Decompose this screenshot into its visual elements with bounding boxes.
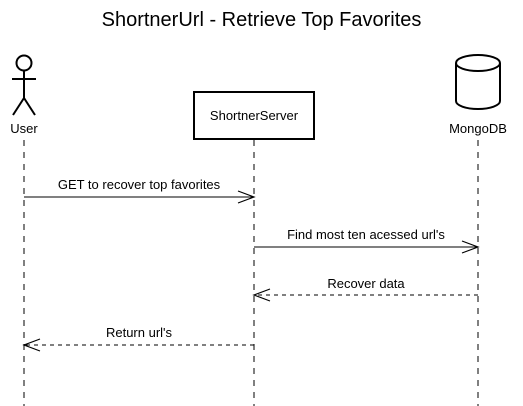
message-return-urls: Return url's (22, 325, 254, 352)
server-box (193, 91, 315, 140)
database-icon (455, 54, 501, 110)
message-label: Recover data (327, 276, 405, 291)
message-get-top-favorites: GET to recover top favorites (24, 177, 256, 204)
message-find-most-accessed: Find most ten acessed url's (254, 227, 480, 254)
arrowhead-icon (461, 240, 480, 254)
diagram-title: ShortnerUrl - Retrieve Top Favorites (102, 9, 422, 31)
mongodb-label: MongoDB (449, 121, 507, 136)
participant-user: User (10, 54, 38, 136)
message-label: Find most ten acessed url's (287, 227, 445, 242)
arrowhead-icon (252, 288, 271, 302)
arrowhead-icon (22, 338, 41, 352)
server-label: ShortnerServer (210, 108, 299, 123)
participant-shortner-server: ShortnerServer (193, 91, 315, 140)
arrowhead-icon (237, 190, 256, 204)
message-label: GET to recover top favorites (58, 177, 221, 192)
user-actor-icon (12, 54, 36, 116)
user-label: User (10, 121, 38, 136)
participant-mongodb: MongoDB (449, 54, 507, 136)
message-label: Return url's (106, 325, 173, 340)
message-recover-data: Recover data (252, 276, 478, 302)
